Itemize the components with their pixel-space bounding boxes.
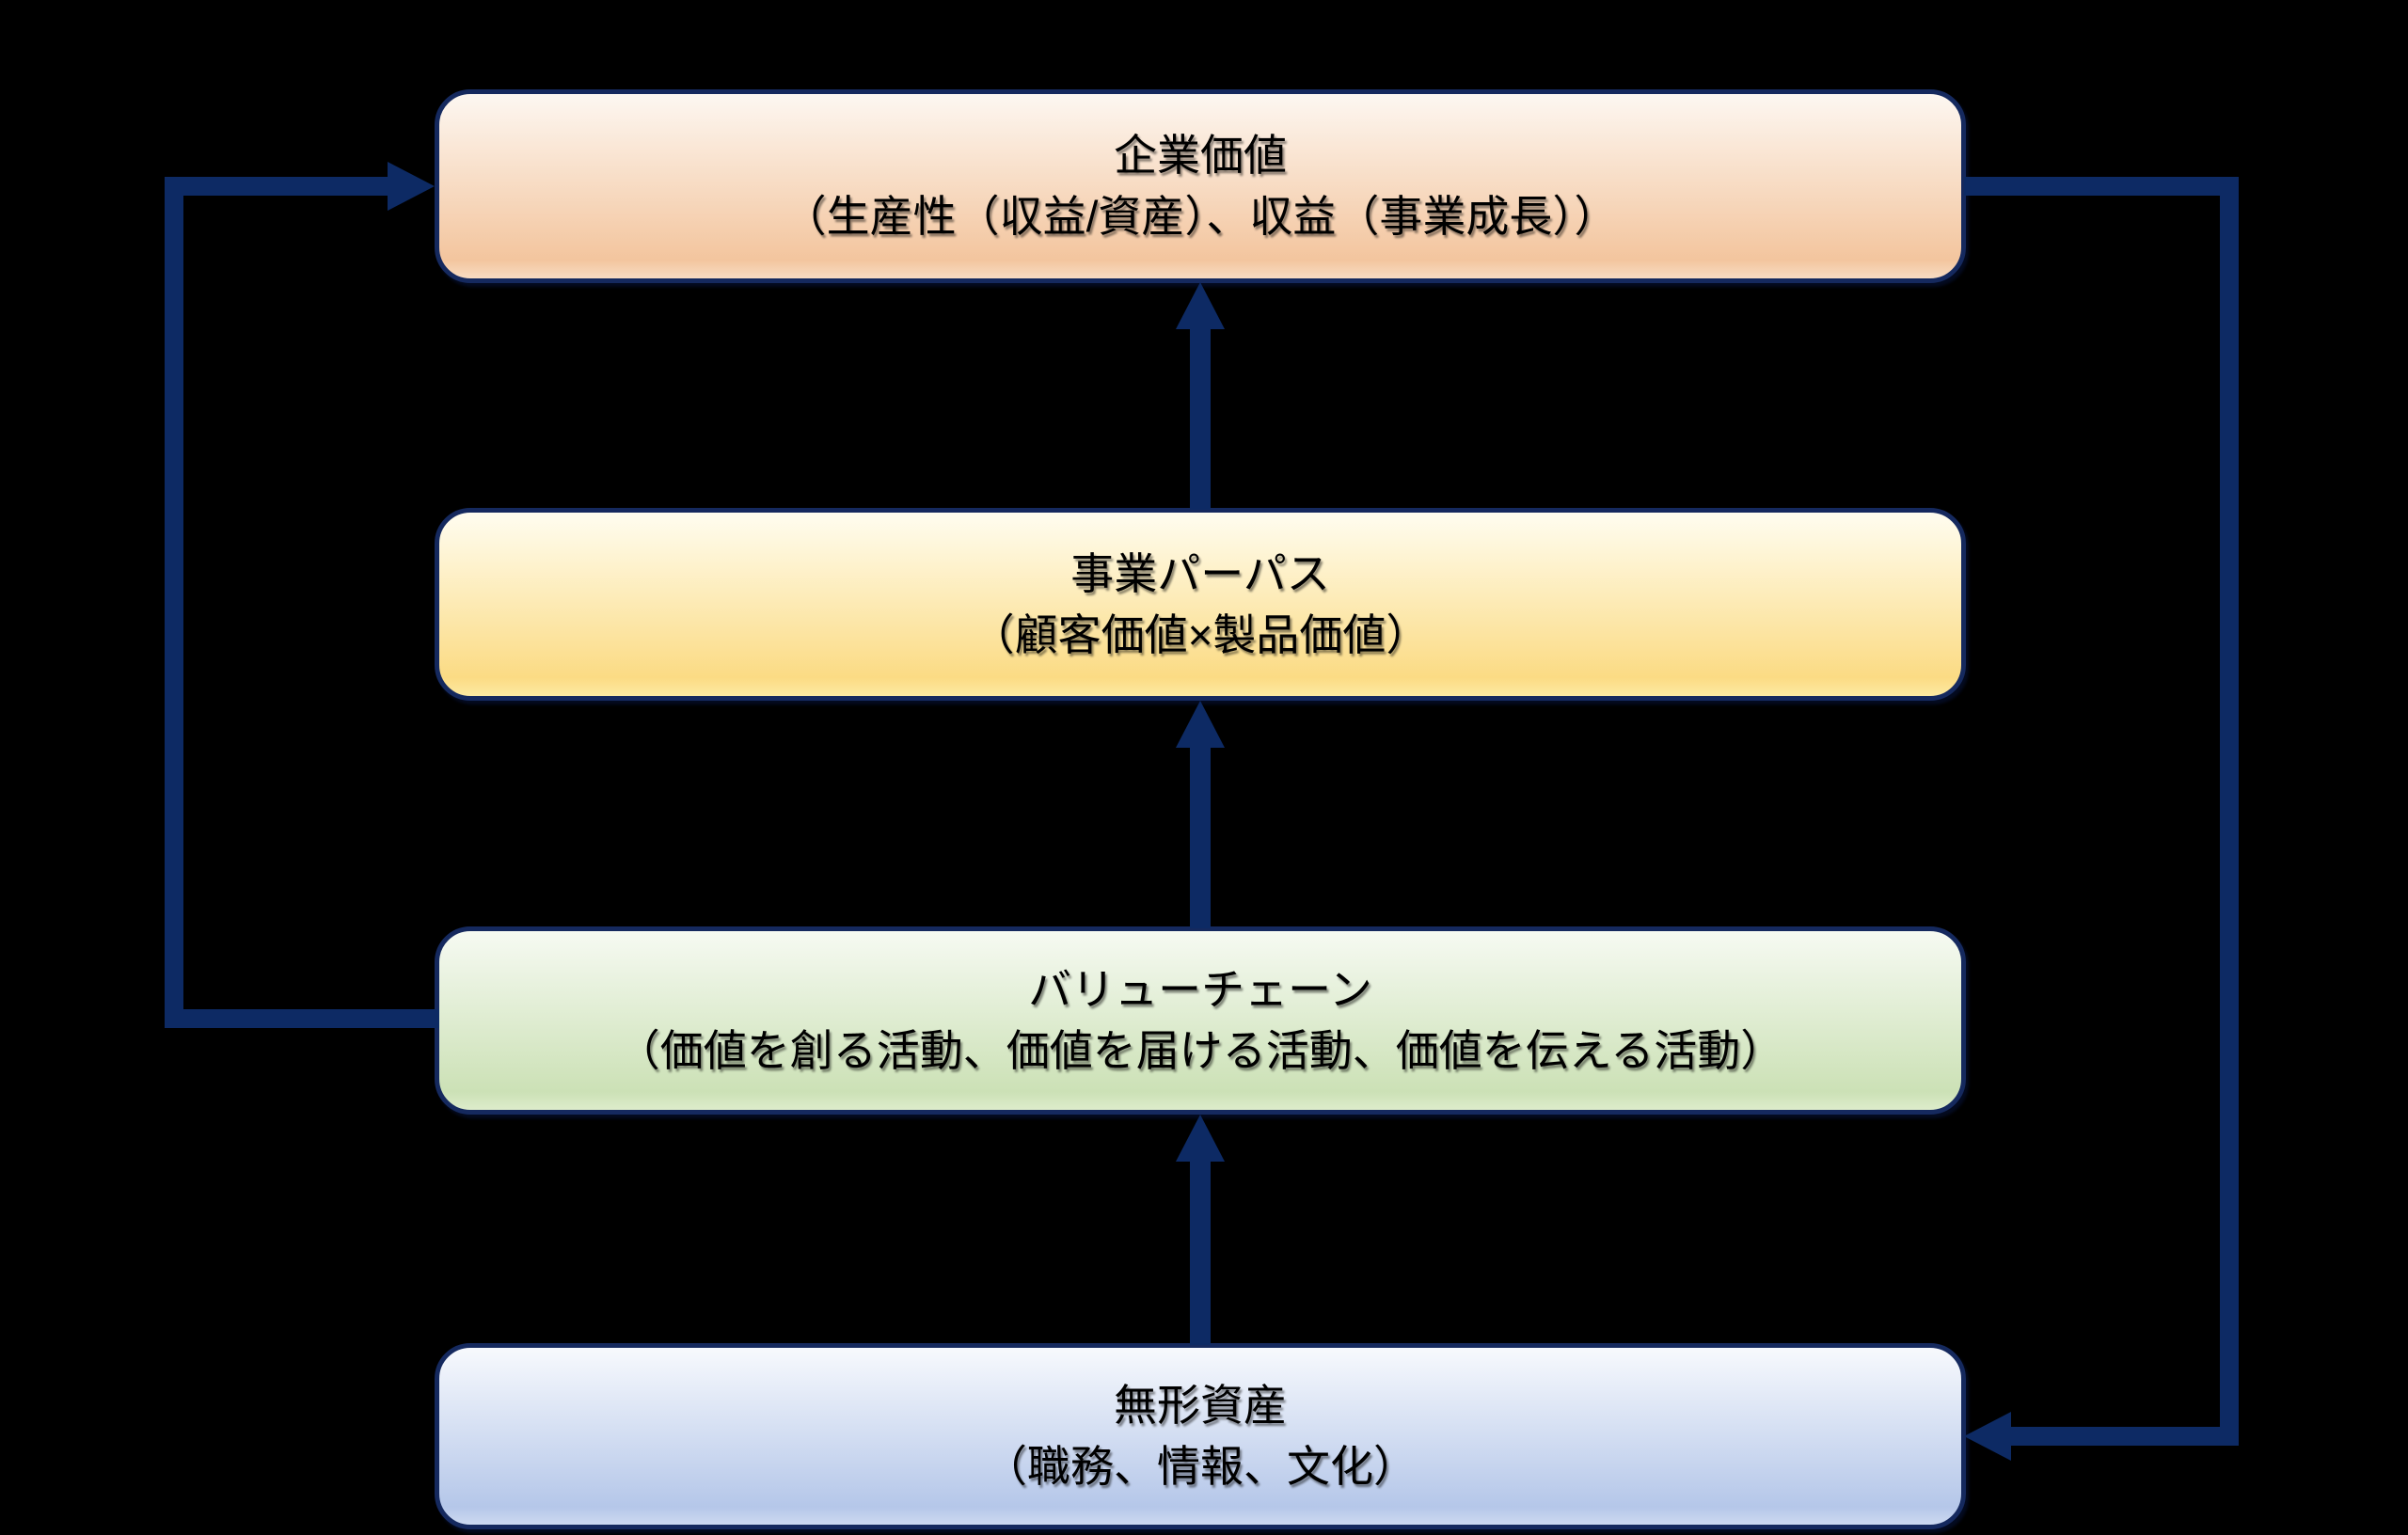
node-business-purpose-title: 事業パーパス: [1070, 548, 1330, 598]
node-intangible-assets: 無形資産 （職務、情報、文化）: [435, 1343, 1966, 1529]
node-value-chain-title: バリューチェーン: [1028, 965, 1372, 1014]
arrow-left-loop-head-icon: [388, 162, 435, 211]
arrow-purpose-to-corporate-shaft: [1190, 327, 1211, 510]
node-business-purpose: 事業パーパス （顧客価値×製品価値）: [435, 508, 1966, 701]
node-corporate-value-subtitle: （生産性（収益/資産）、収益（事業成長））: [783, 192, 1618, 241]
node-business-purpose-subtitle: （顧客価値×製品価値）: [971, 609, 1430, 659]
node-corporate-value: 企業価値 （生産性（収益/資産）、収益（事業成長））: [435, 89, 1966, 283]
arrow-value-chain-to-purpose-head-icon: [1176, 701, 1225, 748]
arrow-intangible-to-value-chain-shaft: [1190, 1160, 1211, 1345]
node-intangible-assets-subtitle: （職務、情報、文化）: [984, 1442, 1417, 1491]
node-intangible-assets-title: 無形資産: [1114, 1381, 1287, 1430]
arrow-left-loop-bottom-segment: [165, 1009, 439, 1028]
arrow-right-loop-top-segment: [1964, 177, 2239, 196]
node-corporate-value-title: 企業価値: [1114, 131, 1287, 180]
arrow-left-loop-vertical-segment: [165, 177, 183, 1028]
arrow-left-loop-top-segment: [165, 177, 390, 196]
arrow-intangible-to-value-chain-head-icon: [1176, 1115, 1225, 1162]
arrow-purpose-to-corporate-head-icon: [1176, 282, 1225, 329]
arrow-right-loop-bottom-segment: [2011, 1427, 2239, 1446]
node-value-chain-subtitle: （価値を創る活動、価値を届ける活動、価値を伝える活動）: [616, 1026, 1784, 1075]
arrow-right-loop-head-icon: [1964, 1412, 2011, 1461]
node-value-chain: バリューチェーン （価値を創る活動、価値を届ける活動、価値を伝える活動）: [435, 926, 1966, 1115]
arrow-right-loop-vertical-segment: [2220, 177, 2239, 1446]
arrow-value-chain-to-purpose-shaft: [1190, 746, 1211, 928]
